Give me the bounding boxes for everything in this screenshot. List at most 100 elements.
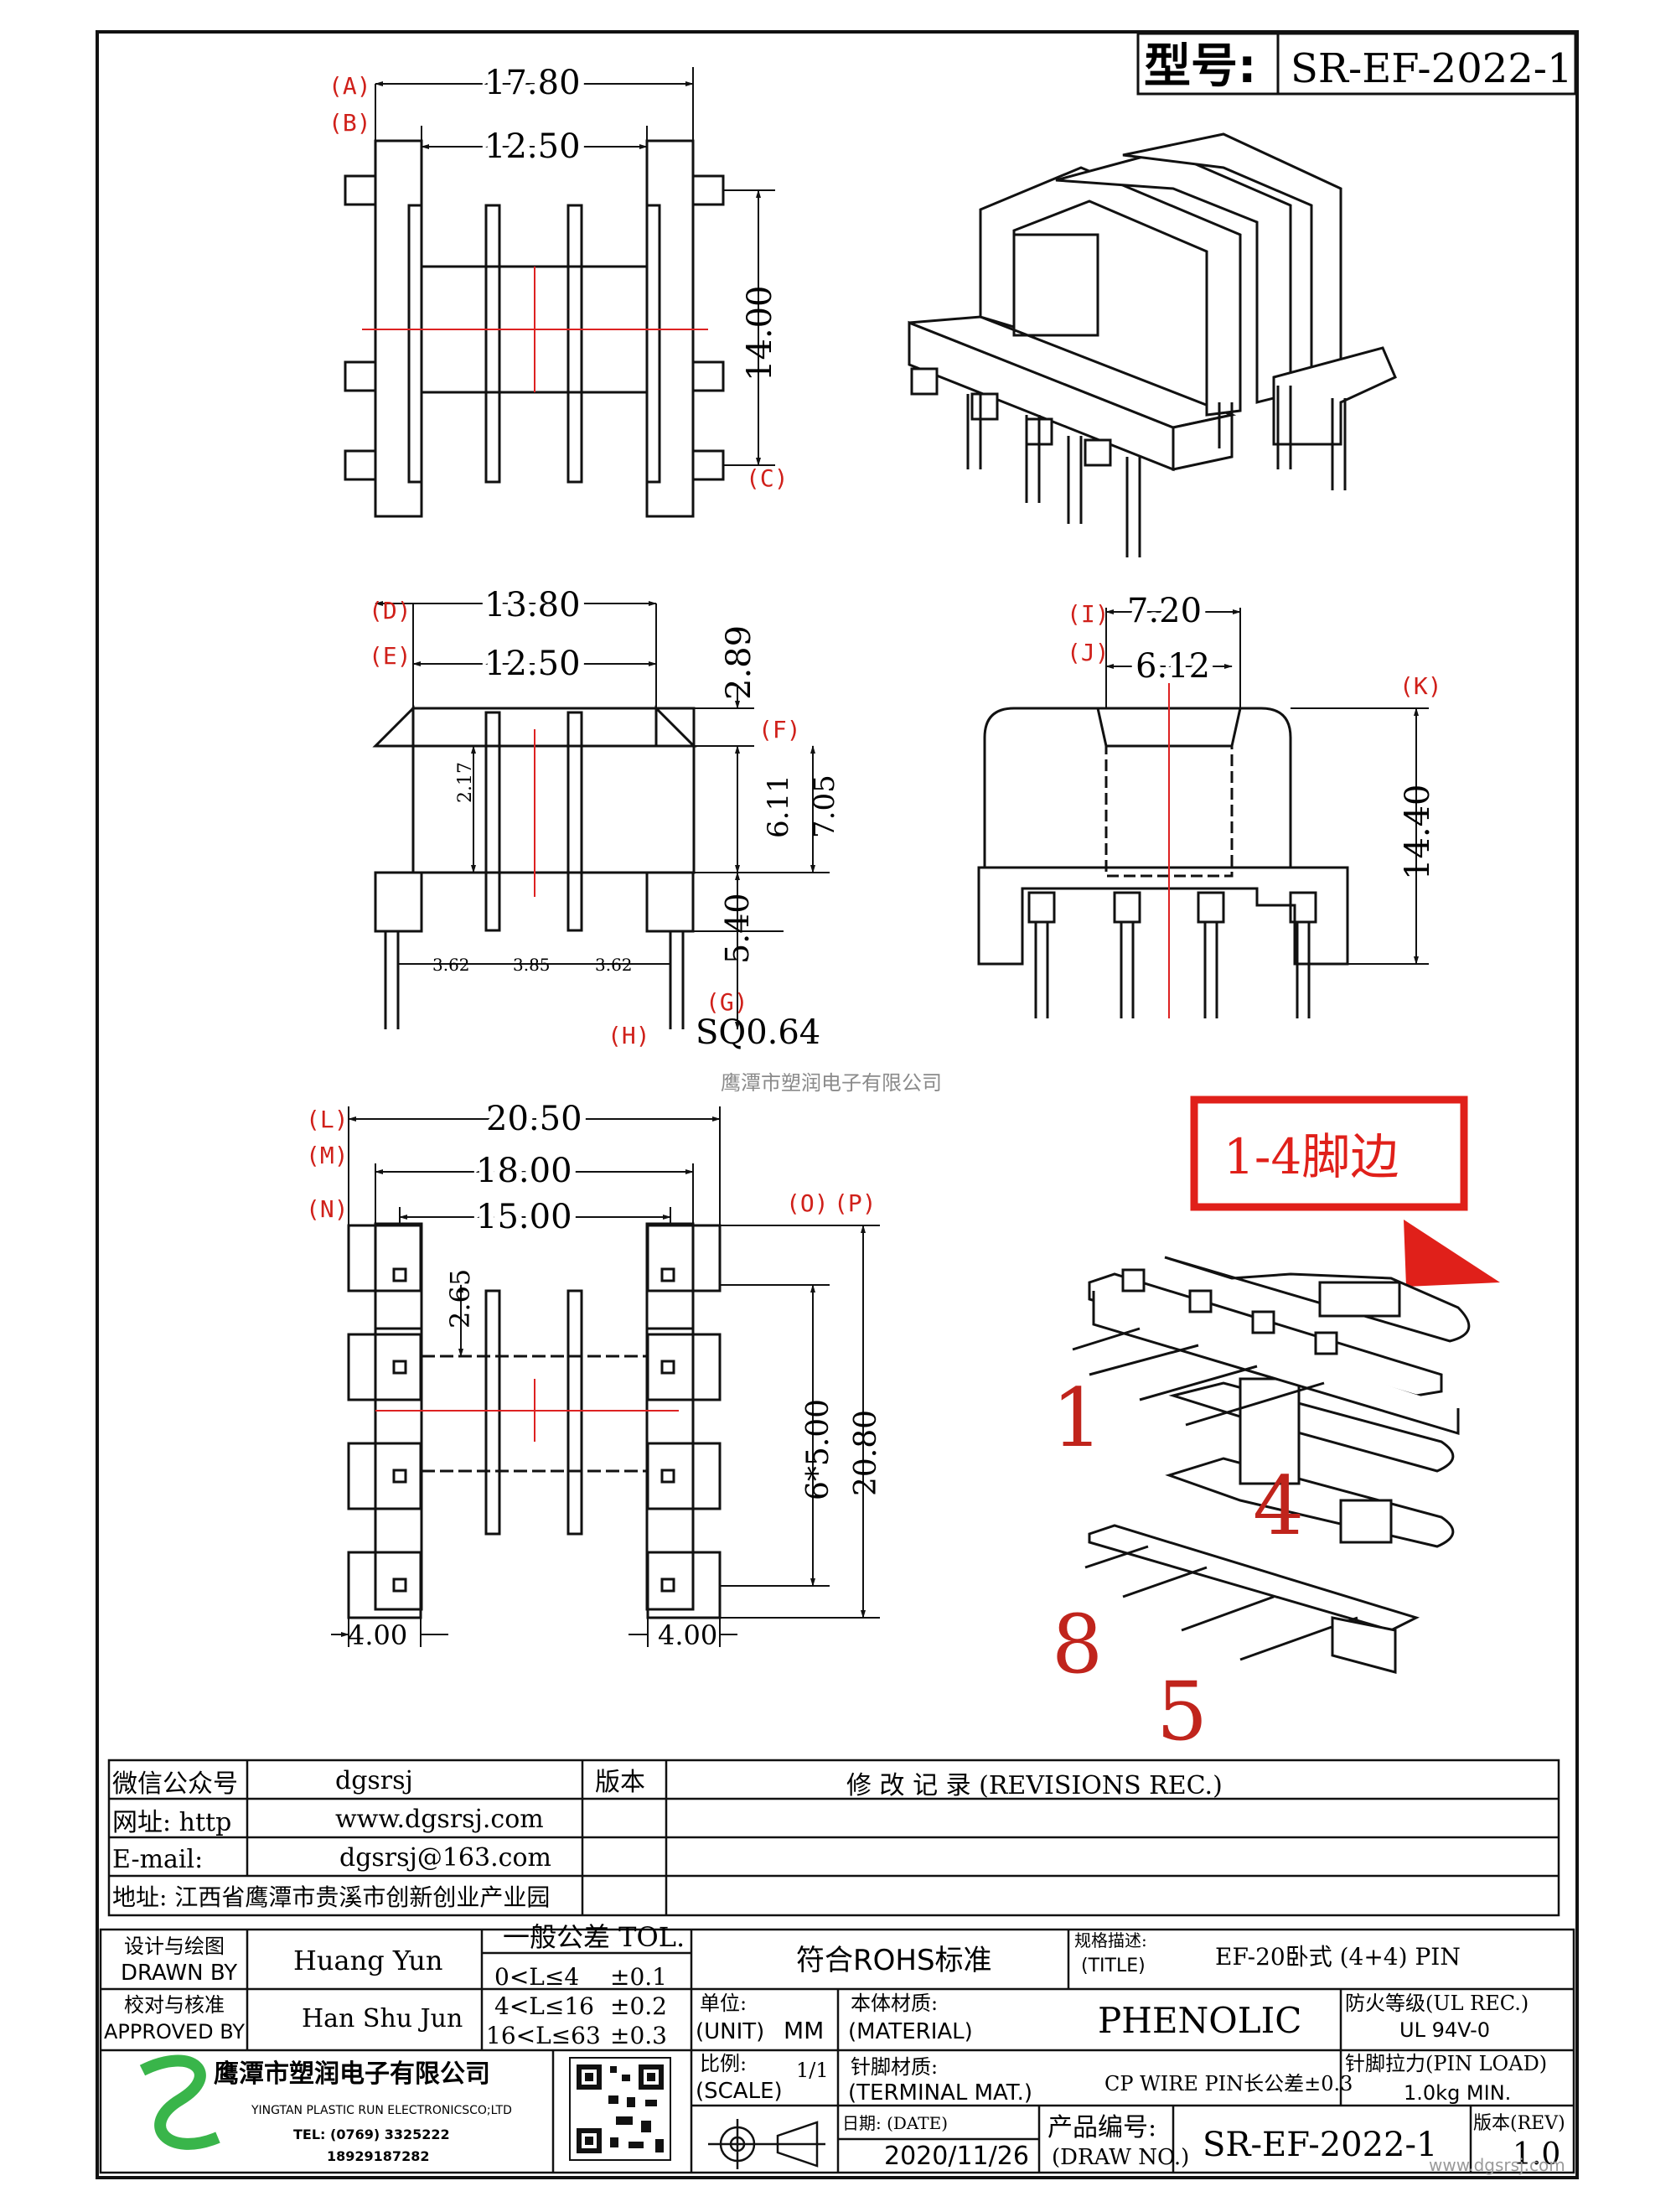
date-value: 2020/11/26 <box>884 2142 1029 2171</box>
unit-value: MM <box>784 2017 824 2044</box>
model-label: 型号: <box>1144 39 1256 94</box>
dim-7-05: 7.05 <box>808 774 841 838</box>
dim-4-00-right: 4.00 <box>658 1619 717 1651</box>
wechat-label: 微信公众号 <box>112 1769 238 1799</box>
dim-12-50-front: 12.50 <box>484 645 581 683</box>
marker-g: (G) <box>706 988 748 1016</box>
pin-label-1: 1 <box>1052 1371 1103 1465</box>
iso-view-bottom <box>1072 1256 1471 1674</box>
dim-17-80: 17.80 <box>484 64 581 102</box>
pin-side-callout: 1-4脚边 <box>1190 1096 1500 1287</box>
pin-label-4: 4 <box>1253 1459 1304 1553</box>
svg-text:13.80: 13.80 <box>484 586 581 624</box>
tolerance-range-3: 16<L≤63 <box>486 2022 601 2049</box>
pin-label-5: 5 <box>1156 1665 1208 1759</box>
dim-2-89: 2.89 <box>720 625 758 700</box>
marker-n: (N) <box>306 1195 349 1223</box>
tolerance-title: 一般公差 TOL. <box>503 1921 685 1953</box>
fire-rating-label: 防火等级(UL REC.) <box>1345 1992 1529 2015</box>
spec-label-cn: 规格描述: <box>1074 1930 1147 1950</box>
unit-label-cn: 单位: <box>700 1992 747 2015</box>
checker-name: Han Shu Jun <box>302 2004 463 2033</box>
model-header: 型号: SR-EF-2022-1 <box>1136 32 1577 96</box>
tolerance-value-3: ±0.3 <box>610 2022 667 2049</box>
svg-text:17.80: 17.80 <box>484 64 581 102</box>
dim-13-80: 13.80 <box>484 586 581 624</box>
date-label: 日期: (DATE) <box>842 2113 948 2133</box>
company-name-en: YINGTAN PLASTIC RUN ELECTRONICSCO;LTD <box>251 2104 512 2117</box>
rev-value: 1.0 <box>1513 2137 1560 2172</box>
view-side <box>977 608 1429 1018</box>
dim-6-11: 6.11 <box>762 774 795 838</box>
svg-text:15.00: 15.00 <box>476 1198 572 1236</box>
draw-no-label-cn: 产品编号: <box>1048 2113 1156 2142</box>
marker-b: (B) <box>328 109 371 137</box>
dim-14-40: 14.40 <box>1399 784 1437 880</box>
marker-f: (F) <box>758 716 801 743</box>
email-label: E-mail: <box>112 1845 203 1874</box>
site-watermark: www.dgsrsj.com <box>1429 2155 1565 2175</box>
tolerance-value-2: ±0.2 <box>610 1992 667 2020</box>
design-label-en: DRAWN BY <box>121 1961 237 1986</box>
company-block: 鹰潭市塑润电子有限公司 YINGTAN PLASTIC RUN ELECTRON… <box>139 2054 512 2164</box>
marker-c: (C) <box>746 464 789 492</box>
dim-12-50-top: 12.50 <box>484 127 581 166</box>
fire-rating-value: UL 94V-0 <box>1399 2018 1490 2042</box>
address-label: 地址: 江西省鹰潭市贵溪市创新创业产业园 <box>112 1883 550 1911</box>
qr-code-icon <box>569 2057 671 2161</box>
marker-a: (A) <box>328 72 371 100</box>
company-tel: TEL: (0769) 3325222 <box>293 2127 450 2142</box>
dim-2-65: 2.65 <box>444 1269 476 1329</box>
marker-p: (P) <box>834 1189 877 1217</box>
model-number: SR-EF-2022-1 <box>1291 45 1573 92</box>
dim-15-00: 15.00 <box>476 1198 572 1236</box>
company-logo-icon <box>139 2054 220 2150</box>
check-label-en: APPROVED BY <box>104 2020 245 2044</box>
view-front <box>372 601 830 1030</box>
marker-l: (L) <box>306 1106 349 1133</box>
material-value: PHENOLIC <box>1098 2000 1301 2041</box>
pin-load-label: 针脚拉力(PIN LOAD) <box>1345 2052 1547 2075</box>
tolerance-range-1: 0<L≤4 <box>494 1963 579 1991</box>
designer-name: Huang Yun <box>293 1945 442 1976</box>
check-label-cn: 校对与核准 <box>124 1993 225 2017</box>
web-value: www.dgsrsj.com <box>335 1805 544 1834</box>
dim-18-00: 18.00 <box>476 1152 572 1190</box>
marker-i: (I) <box>1067 600 1110 628</box>
material-label-en: (MATERIAL) <box>848 2019 973 2044</box>
rev-label: 版本(REV) <box>1473 2113 1565 2134</box>
unit-label-en: (UNIT) <box>696 2019 764 2044</box>
dim-6x5-00: 6*5.00 <box>801 1399 835 1500</box>
wechat-value: dgsrsj <box>335 1766 413 1795</box>
watermark-text: 鹰潭市塑润电子有限公司 <box>721 1071 942 1095</box>
terminal-label-en: (TERMINAL MAT.) <box>848 2080 1032 2106</box>
svg-text:12.50: 12.50 <box>484 645 581 683</box>
dim-20-80: 20.80 <box>849 1410 883 1496</box>
sheet-border <box>96 30 1579 2179</box>
marker-j: (J) <box>1067 639 1110 666</box>
svg-text:12.50: 12.50 <box>484 127 581 166</box>
title-block-grid <box>99 1928 1575 2174</box>
dim-6-12: 6.12 <box>1135 647 1210 686</box>
scale-label-en: (SCALE) <box>696 2079 783 2104</box>
dim-20-50: 20.50 <box>486 1100 582 1138</box>
draw-no-value: SR-EF-2022-1 <box>1203 2126 1437 2164</box>
email-value: dgsrsj@163.com <box>339 1843 551 1873</box>
marker-k: (K) <box>1399 672 1442 700</box>
dim-2-17: 2.17 <box>455 762 476 803</box>
web-label: 网址: http <box>112 1808 231 1837</box>
revisions-title: 修 改 记 录 (REVISIONS REC.) <box>846 1771 1223 1800</box>
material-label-cn: 本体材质: <box>851 1992 938 2015</box>
terminal-value: CP WIRE PIN长公差±0.3 <box>1104 2072 1353 2095</box>
dim-3-62-right: 3.62 <box>595 955 633 975</box>
revision-table <box>107 1759 1560 1917</box>
view-front-labels: 13.80 13.80 12.50 12.50 2.89 2.17 6.11 7… <box>369 580 841 1052</box>
svg-text:6.12: 6.12 <box>1135 647 1210 686</box>
dim-3-85: 3.85 <box>513 955 551 975</box>
view-top-labels: 17.80 17.80 12.50 12.50 14.00 (A) (B) (C… <box>328 58 789 492</box>
marker-d: (D) <box>369 597 411 624</box>
callout-arrow <box>1404 1220 1500 1287</box>
view-side-labels: 7.20 7.20 6.12 6.12 14.40 (I) (J) (K) <box>1067 586 1442 880</box>
